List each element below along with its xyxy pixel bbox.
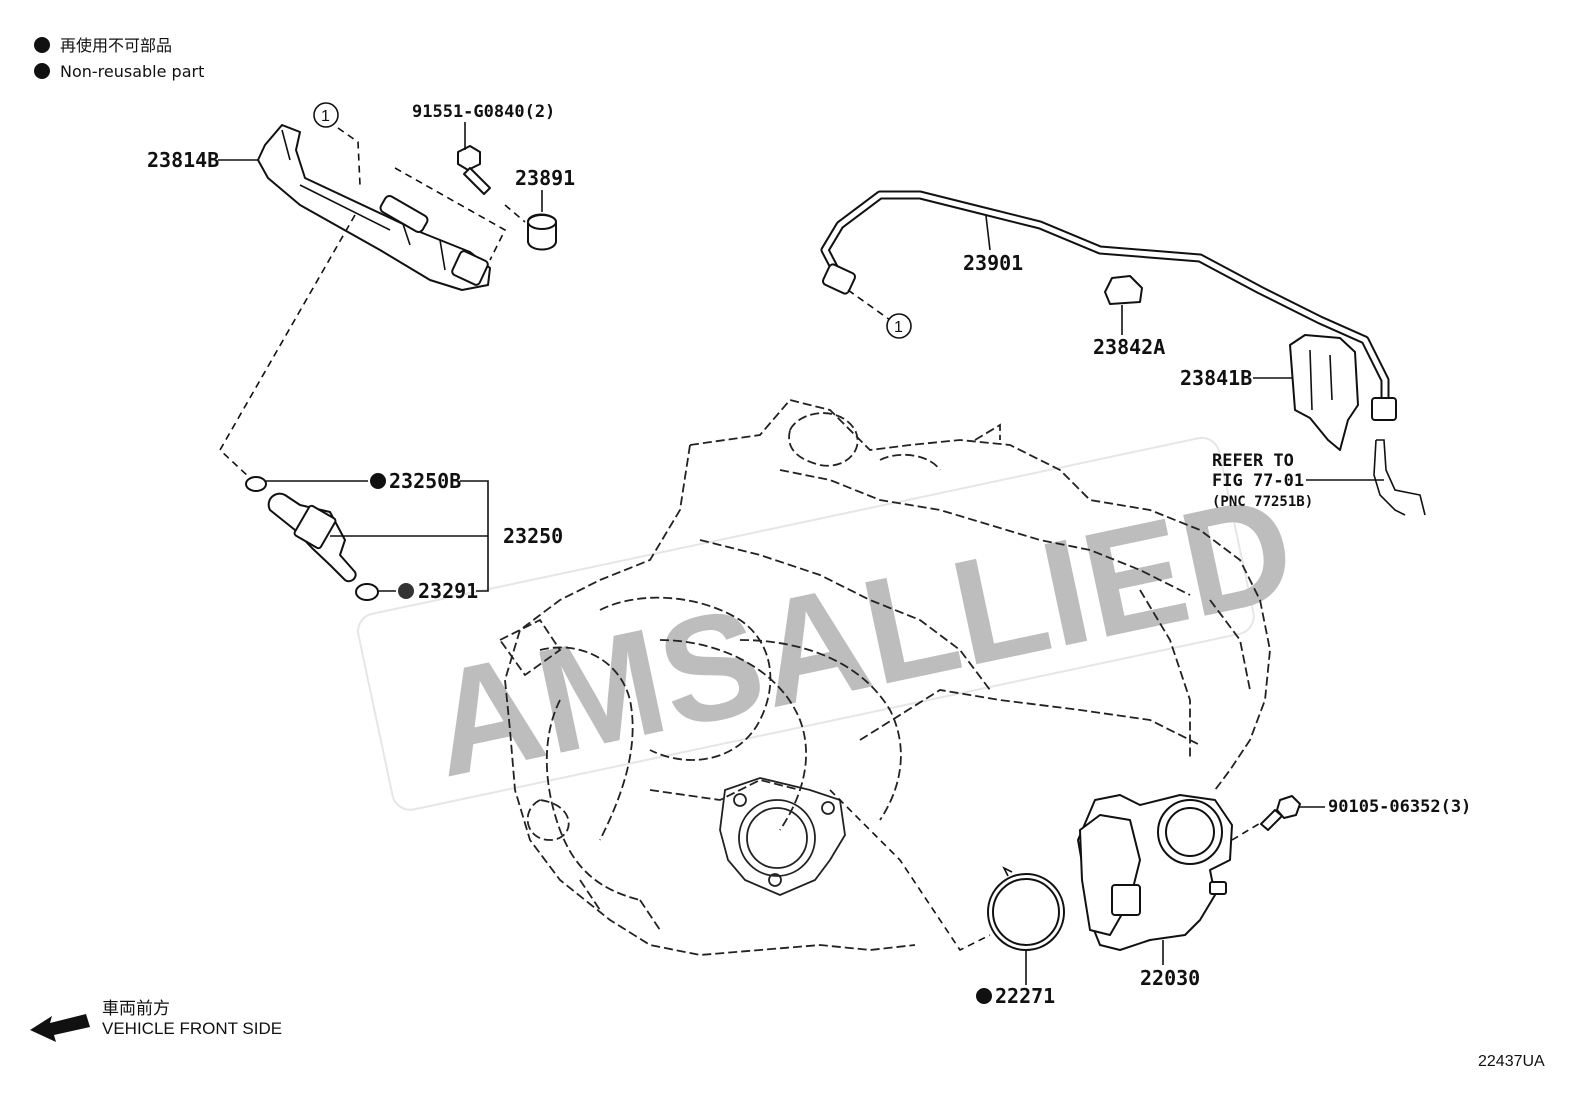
svg-text:REFER TO: REFER TO: [1212, 451, 1294, 471]
svg-text:FIG 77-01: FIG 77-01: [1212, 471, 1304, 491]
label-23814b: 23814B: [147, 148, 219, 172]
figure-code: 22437UA: [1478, 1053, 1545, 1070]
watermark-text: AMSALLIED: [417, 462, 1308, 808]
front-en: VEHICLE FRONT SIDE: [102, 1019, 282, 1038]
o-ring-23250b: [245, 476, 267, 492]
label-23841b: 23841B: [1180, 366, 1252, 390]
legend-bullet-icon: [34, 37, 50, 53]
legend-jp: 再使用不可部品: [60, 36, 172, 55]
label-23250b: 23250B: [370, 469, 461, 493]
watermark: AMSALLIED: [357, 436, 1308, 811]
front-arrow-icon: [30, 1014, 90, 1042]
non-reusable-bullet-icon: [370, 473, 386, 489]
legend: 再使用不可部品 Non-reusable part: [34, 36, 204, 81]
collar-23891: [527, 213, 557, 251]
label-23891: 23891: [515, 166, 575, 190]
gasket-22271: [987, 866, 1065, 951]
throttle-body-22030: [1077, 794, 1233, 951]
fuel-delivery-pipe: [257, 124, 491, 291]
front-jp: 車両前方: [102, 999, 170, 1018]
injector-23250: [267, 492, 357, 583]
hose-to-fig-77-01: [1373, 439, 1426, 516]
svg-text:1: 1: [894, 319, 903, 336]
clamp-23841b: [1289, 334, 1359, 451]
svg-text:(PNC 77251B): (PNC 77251B): [1212, 494, 1313, 510]
label-90105-06352: 90105-06352(3): [1328, 797, 1471, 817]
intake-flange: [719, 777, 846, 896]
legend-en: Non-reusable part: [60, 62, 204, 81]
label-23291: 23291: [398, 579, 478, 603]
label-22271: 22271: [976, 984, 1055, 1008]
leader-lines: [218, 122, 1384, 985]
vehicle-front-indicator: 車両前方 VEHICLE FRONT SIDE: [30, 999, 282, 1042]
label-22030: 22030: [1140, 966, 1200, 990]
fuel-hose-23901: [820, 190, 1397, 421]
assembly-lines-throttle: [829, 789, 1263, 952]
assembly-lines-left: [218, 127, 526, 479]
bolt-91551: [457, 145, 491, 195]
legend-bullet-icon: [34, 63, 50, 79]
label-23901: 23901: [963, 251, 1023, 275]
svg-text:22271: 22271: [995, 984, 1055, 1008]
non-reusable-bullet-icon: [398, 583, 414, 599]
svg-text:23250B: 23250B: [389, 469, 461, 493]
label-91551-g0840: 91551-G0840(2): [412, 102, 555, 122]
svg-text:1: 1: [321, 108, 330, 125]
clamp-23842a: [1104, 275, 1143, 305]
label-23842a: 23842A: [1093, 335, 1165, 359]
label-23250: 23250: [503, 524, 563, 548]
engine-outline: [498, 398, 1271, 956]
label-refer-fig: REFER TO FIG 77-01 (PNC 77251B): [1212, 451, 1313, 510]
assembly-line-right: [847, 289, 891, 321]
insulator-23291: [355, 583, 379, 601]
bolt-90105: [1260, 795, 1301, 831]
callout-1-right: 1: [886, 313, 912, 339]
svg-text:23291: 23291: [418, 579, 478, 603]
callout-1-left: 1: [313, 102, 339, 128]
non-reusable-bullet-icon: [976, 988, 992, 1004]
